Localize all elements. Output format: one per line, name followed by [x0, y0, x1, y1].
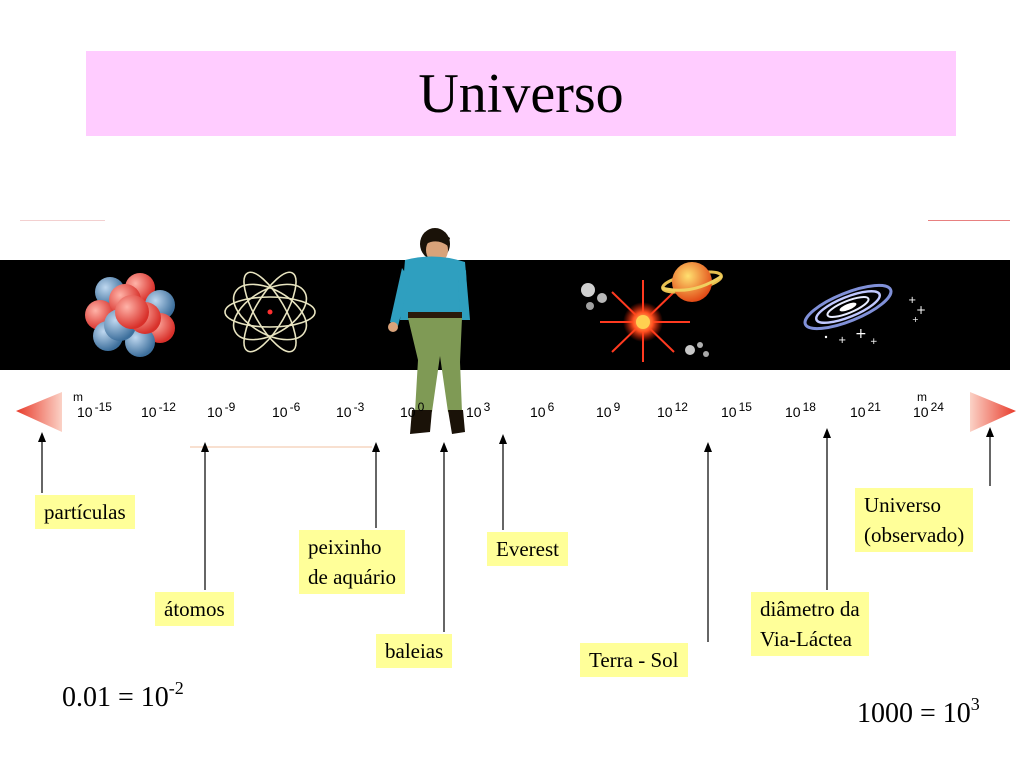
svg-text:+: +	[908, 295, 916, 306]
callout-terra-sol: Terra - Sol	[580, 643, 688, 677]
callout-universo: Universo (observado)	[855, 488, 974, 552]
callout-everest: Everest	[487, 532, 568, 566]
accent-line-right	[928, 220, 1010, 221]
title-bar: Universo	[86, 51, 956, 136]
formula-right: 1000 = 103	[857, 694, 980, 729]
baleias-pointer-arrow-icon	[440, 442, 448, 632]
svg-text:+: +	[916, 303, 926, 317]
galaxy-icon	[803, 283, 893, 331]
peixinho-pointer-arrow-icon	[372, 442, 380, 528]
person-figure	[388, 228, 470, 434]
stars-icon: + + + + + +	[824, 295, 926, 347]
accent-line-left	[20, 220, 105, 221]
svg-text:+: +	[838, 335, 846, 346]
planet-icon	[661, 262, 723, 302]
scale-right-arrow-icon	[970, 392, 1016, 432]
svg-text:+: +	[855, 326, 867, 342]
unit-label-left: m	[73, 390, 83, 404]
atom-icon	[224, 271, 316, 353]
callout-particulas: partículas	[35, 495, 135, 529]
svg-text:+: +	[870, 337, 878, 347]
particulas-pointer-arrow-icon	[38, 432, 46, 493]
formula-left: 0.01 = 10-2	[62, 678, 184, 713]
callout-atomos: átomos	[155, 592, 234, 626]
nucleus-icon	[85, 273, 175, 357]
sun-icon	[581, 280, 709, 362]
svg-text:+: +	[912, 315, 919, 324]
page-title: Universo	[418, 62, 624, 125]
callout-peixinho: peixinho de aquário	[299, 530, 406, 594]
tick-label: 10-6	[272, 400, 301, 420]
tick-label: 10-9	[207, 400, 236, 420]
via-lactea-pointer-arrow-icon	[823, 428, 831, 590]
everest-pointer-arrow-icon	[499, 434, 507, 530]
universo-pointer-arrow-icon	[986, 427, 994, 486]
callout-baleias: baleias	[376, 634, 453, 668]
unit-label-right: m	[917, 390, 927, 404]
tick-label: 10-15	[77, 400, 112, 420]
atomos-pointer-arrow-icon	[201, 442, 209, 590]
scale-left-arrow-icon	[16, 392, 62, 432]
terra-sol-pointer-arrow-icon	[704, 442, 712, 642]
callout-via-lactea: diâmetro da Via-Láctea	[751, 592, 869, 656]
tick-label: 10-3	[336, 400, 365, 420]
tick-label: 10-12	[141, 400, 176, 420]
